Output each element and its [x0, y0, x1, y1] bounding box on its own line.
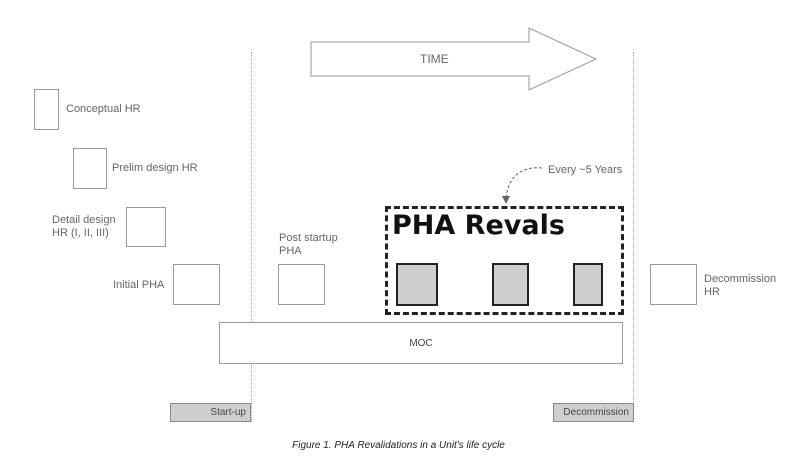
figure-caption: Figure 1. PHA Revalidations in a Unit's …	[292, 440, 505, 451]
moc-label: MOC	[409, 338, 433, 349]
pha-revals-container	[385, 206, 624, 315]
startup-phase-label: Start-up	[210, 407, 246, 418]
detail-design-hr-label-1: Detail design	[52, 214, 116, 226]
pha-revals-title: PHA Revals	[392, 210, 565, 241]
decommission-boundary-line	[633, 52, 634, 422]
conceptual-hr-label: Conceptual HR	[66, 103, 141, 115]
time-label: TIME	[420, 52, 449, 66]
reval-box-1	[396, 263, 438, 306]
time-arrow	[310, 27, 598, 91]
post-startup-pha-label-2: PHA	[279, 245, 302, 257]
post-startup-pha-label-1: Post startup	[279, 232, 338, 244]
interval-arrowhead	[502, 196, 510, 204]
reval-box-2	[492, 263, 529, 306]
post-startup-pha-box	[278, 264, 325, 305]
interval-curved-arrow	[505, 167, 543, 199]
prelim-design-hr-box	[73, 148, 107, 189]
decommission-phase-bar: Decommission	[553, 403, 634, 422]
decommission-hr-label-1: Decommission	[704, 273, 777, 285]
interval-label: Every ~5 Years	[548, 164, 623, 176]
detail-design-hr-label-2: HR (I, II, III)	[52, 227, 109, 239]
decommission-phase-label: Decommission	[563, 407, 629, 418]
detail-design-hr-box	[126, 207, 166, 247]
decommission-hr-box	[650, 264, 697, 305]
initial-pha-label: Initial PHA	[113, 279, 165, 291]
initial-pha-box	[173, 264, 220, 305]
startup-phase-bar: Start-up	[170, 403, 251, 422]
conceptual-hr-box	[34, 89, 59, 130]
startup-boundary-line	[251, 52, 252, 422]
prelim-design-hr-label: Prelim design HR	[112, 162, 198, 174]
decommission-hr-label-2: HR	[704, 286, 720, 298]
reval-box-3	[573, 263, 603, 306]
moc-bar	[219, 322, 623, 364]
